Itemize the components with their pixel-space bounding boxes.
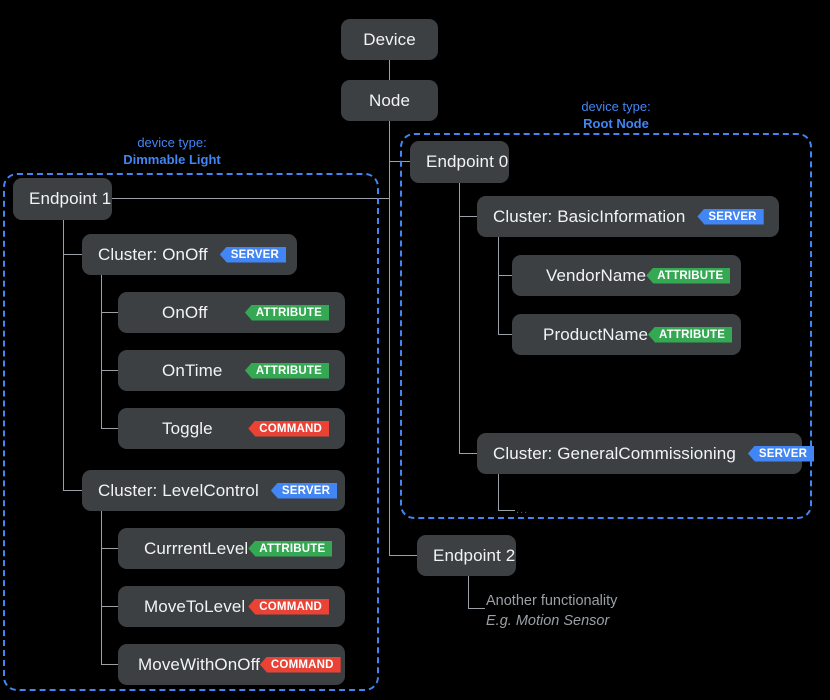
command-movewithonoff-box[interactable]: MoveWithOnOff COMMAND [118, 644, 345, 685]
connector-levelcontrol-trunk [101, 511, 102, 664]
attribute-badge: ATTRIBUTE [244, 304, 329, 321]
endpoint-0-box[interactable]: Endpoint 0 [410, 141, 509, 183]
attribute-badge: ATTRIBUTE [248, 540, 333, 557]
connector-generalcommissioning-to-more [498, 510, 515, 511]
device-type-label-root-node: device type: Root Node [516, 98, 716, 132]
node-node-label: Node [368, 90, 411, 110]
connector-onoff-trunk [101, 275, 102, 428]
endpoint-0-label: Endpoint 0 [426, 152, 509, 171]
cluster-basicinformation-box[interactable]: Cluster: BasicInformation SERVER [477, 196, 779, 237]
connector-endpoint1-to-levelcontrol [63, 490, 82, 491]
endpoint-2-label: Endpoint 2 [433, 545, 516, 565]
cluster-generalcommissioning-box[interactable]: Cluster: GeneralCommissioning SERVER [477, 433, 815, 474]
connector-basicinformation-to-vendorname [498, 275, 515, 276]
connector-endpoint1-to-onoff [63, 254, 82, 255]
endpoint-1-label: Endpoint 1 [29, 189, 112, 208]
server-badge: SERVER [270, 482, 338, 499]
connector-levelcontrol-to-attr-currentlevel [101, 548, 118, 549]
connector-onoff-to-cmd-toggle [101, 428, 118, 429]
connector-endpoint0-trunk [459, 183, 460, 454]
command-badge: COMMAND [248, 598, 329, 615]
attribute-currentlevel-label: CurrrentLevel [144, 538, 249, 558]
attribute-currentlevel-box[interactable]: CurrrentLevel ATTRIBUTE [118, 528, 345, 569]
command-movewithonoff-label: MoveWithOnOff [138, 654, 260, 674]
connector-levelcontrol-to-cmd-movetolevel [101, 606, 118, 607]
device-type-prefix: device type: [581, 99, 651, 114]
command-badge: COMMAND [248, 420, 329, 437]
device-type-name: Dimmable Light [123, 152, 221, 167]
cluster-generalcommissioning-label: Cluster: GeneralCommissioning [493, 443, 736, 463]
attribute-vendorname-label: VendorName [546, 265, 647, 285]
attribute-productname-box[interactable]: ProductName ATTRIBUTE [512, 314, 741, 355]
connector-node-trunk [389, 121, 390, 555]
connector-basicinformation-to-productname [498, 334, 515, 335]
endpoint-2-box[interactable]: Endpoint 2 [417, 535, 516, 576]
attribute-onoff-label: OnOff [162, 302, 208, 322]
connector-onoff-to-attr-onoff [101, 312, 118, 313]
connector-endpoint0-to-generalcommissioning [459, 453, 477, 454]
attribute-vendorname-box[interactable]: VendorName ATTRIBUTE [512, 255, 741, 296]
command-movetolevel-box[interactable]: MoveToLevel COMMAND [118, 586, 345, 627]
server-badge: SERVER [219, 246, 287, 263]
connector-basicinformation-trunk [498, 237, 499, 334]
command-badge: COMMAND [259, 656, 341, 673]
server-badge: SERVER [697, 208, 764, 225]
connector-generalcommissioning-trunk [498, 474, 499, 510]
endpoint-2-note: Another functionality E.g. Motion Sensor [486, 591, 617, 631]
node-device[interactable]: Device [341, 19, 438, 60]
attribute-productname-label: ProductName [543, 324, 649, 344]
node-device-label: Device [363, 29, 416, 49]
attribute-ontime-label: OnTime [162, 360, 223, 380]
cluster-basicinformation-label: Cluster: BasicInformation [493, 206, 686, 226]
connector-endpoint0-to-basicinformation [459, 216, 477, 217]
device-type-prefix: device type: [137, 135, 207, 150]
command-toggle-box[interactable]: Toggle COMMAND [118, 408, 345, 449]
cluster-onoff-label: Cluster: OnOff [98, 244, 208, 264]
attribute-onoff-box[interactable]: OnOff ATTRIBUTE [118, 292, 345, 333]
attribute-ontime-box[interactable]: OnTime ATTRIBUTE [118, 350, 345, 391]
node-node[interactable]: Node [341, 80, 438, 121]
connector-endpoint2-to-note [468, 608, 485, 609]
connector-endpoint1-trunk [63, 219, 64, 491]
device-type-label-dimmable-light: device type: Dimmable Light [72, 134, 272, 168]
connector-trunk-to-endpoint0 [389, 161, 411, 162]
command-toggle-label: Toggle [162, 418, 213, 438]
connector-endpoint2-trunk [468, 576, 469, 608]
connector-device-to-node [389, 60, 390, 80]
endpoint-2-note-line2: E.g. Motion Sensor [486, 613, 610, 629]
connector-trunk-to-endpoint1 [111, 198, 390, 199]
more-items-ellipsis: ... [516, 504, 529, 516]
attribute-badge: ATTRIBUTE [646, 267, 731, 284]
device-type-name: Root Node [583, 116, 649, 131]
attribute-badge: ATTRIBUTE [244, 362, 329, 379]
attribute-badge: ATTRIBUTE [648, 326, 733, 343]
cluster-levelcontrol-box[interactable]: Cluster: LevelControl SERVER [82, 470, 345, 511]
command-movetolevel-label: MoveToLevel [144, 596, 246, 616]
cluster-levelcontrol-label: Cluster: LevelControl [98, 480, 259, 500]
connector-onoff-to-attr-ontime [101, 370, 118, 371]
endpoint-2-note-line1: Another functionality [486, 593, 618, 609]
endpoint-1-box[interactable]: Endpoint 1 [13, 178, 112, 220]
connector-levelcontrol-to-cmd-movewithonoff [101, 664, 118, 665]
cluster-onoff-box[interactable]: Cluster: OnOff SERVER [82, 234, 297, 275]
connector-trunk-to-endpoint2 [389, 555, 418, 556]
server-badge: SERVER [747, 445, 815, 462]
